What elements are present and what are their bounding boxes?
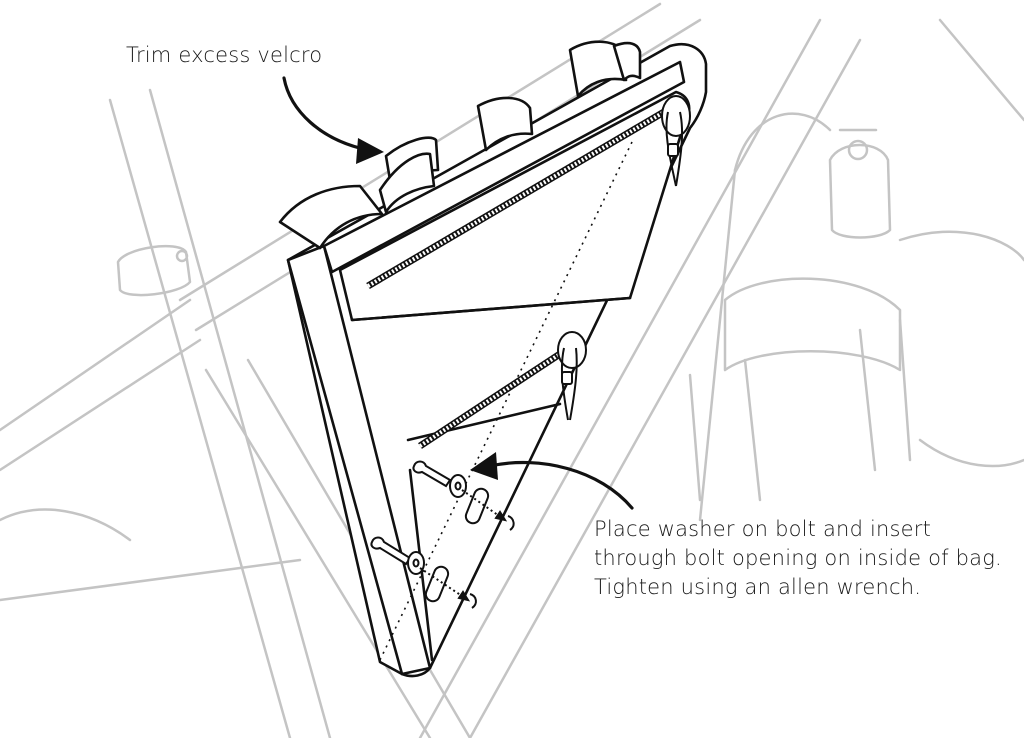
place-washer-line-2: through bolt opening on inside of bag. <box>594 546 1002 570</box>
seatpost-clamp <box>116 244 192 297</box>
seat-tube <box>108 98 292 738</box>
stem-cap <box>847 139 869 161</box>
inner-dotted-line <box>377 141 633 665</box>
seat-tube-edge <box>148 88 332 738</box>
chain-stay <box>0 558 302 602</box>
fork-crown <box>723 277 902 372</box>
place-arrowhead <box>470 452 498 480</box>
frame-right-edge <box>938 18 1024 122</box>
velcro-strap-4b <box>612 41 642 82</box>
trim-arrowhead <box>356 138 384 164</box>
lower-zipper-teeth <box>418 348 568 448</box>
fork-leg-left <box>688 373 702 502</box>
callout-arrows <box>282 76 634 510</box>
seat-stay-lower <box>0 338 202 472</box>
place-washer-line-1: Place washer on bolt and insert <box>594 517 932 541</box>
bag-top-panel <box>322 60 686 274</box>
mounting-hardware <box>370 460 515 609</box>
clamp-bolt <box>175 249 189 263</box>
upper-target-ring <box>507 515 515 531</box>
velcro-strap-3 <box>476 96 534 152</box>
upper-slot <box>464 487 490 525</box>
lower-target-ring <box>469 593 477 609</box>
upper-insert-arrow <box>461 489 506 521</box>
lower-frame-right-edge <box>468 38 862 738</box>
velcro-strap-1 <box>278 184 384 250</box>
velcro-strap-4 <box>568 40 628 98</box>
bag-side-gusset <box>286 244 432 676</box>
fork-leg-right-edge <box>898 318 912 462</box>
head-tube <box>733 112 832 172</box>
seat-stay <box>0 298 192 432</box>
upper-bolt <box>412 460 452 488</box>
front-wheel-arc <box>898 230 1024 262</box>
upper-zipper <box>366 108 666 290</box>
zipper-pull-lower <box>557 331 587 421</box>
lower-arrowhead <box>457 590 471 602</box>
upper-arrowhead <box>494 510 508 522</box>
callout-arrowheads <box>356 138 498 480</box>
velcro-strap-2b <box>378 152 436 214</box>
lower-frame-right <box>418 18 822 738</box>
stem <box>828 143 892 239</box>
fork-leg-left-edge <box>743 358 762 502</box>
fork-leg-right <box>858 328 877 472</box>
rear-wheel-arc <box>0 508 132 542</box>
place-washer-label: Place washer on bolt and insert through … <box>594 515 1002 602</box>
upper-zipper-teeth <box>366 110 666 288</box>
upper-washer-hole <box>454 481 462 491</box>
front-wheel-arc-2 <box>918 438 1024 468</box>
lower-zipper <box>418 347 568 449</box>
place-arrow-shaft <box>488 460 634 510</box>
place-washer-line-3: Tighten using an allen wrench. <box>594 575 922 599</box>
trim-arrow-shaft <box>282 76 370 152</box>
head-tube-left <box>698 168 737 522</box>
velcro-straps <box>278 40 642 250</box>
lower-washer-hole <box>412 558 420 568</box>
trim-velcro-label: Trim excess velcro <box>126 43 323 67</box>
lower-slot <box>424 565 450 603</box>
down-tube <box>204 368 432 738</box>
zipper-pull-upper <box>661 95 691 187</box>
lower-compartment-divider <box>350 296 632 322</box>
